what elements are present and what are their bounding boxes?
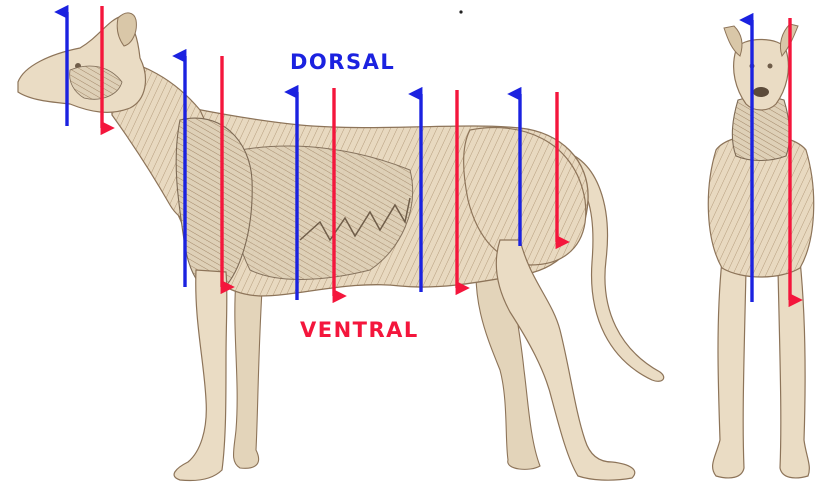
dog-frontal-view — [708, 24, 813, 478]
front-leg-far — [234, 280, 263, 468]
dog-lateral-view — [18, 13, 664, 481]
front-view-ear-left — [724, 26, 742, 56]
front-view-leg-right — [778, 260, 809, 478]
front-view-nose — [753, 87, 769, 97]
stray-dot — [459, 10, 462, 13]
front-view-leg-left — [713, 260, 746, 478]
front-leg-near — [174, 270, 227, 481]
ventral-label: VENTRAL — [300, 318, 419, 342]
dorsal-label: DORSAL — [290, 50, 395, 74]
front-view-eye-right — [768, 64, 773, 69]
